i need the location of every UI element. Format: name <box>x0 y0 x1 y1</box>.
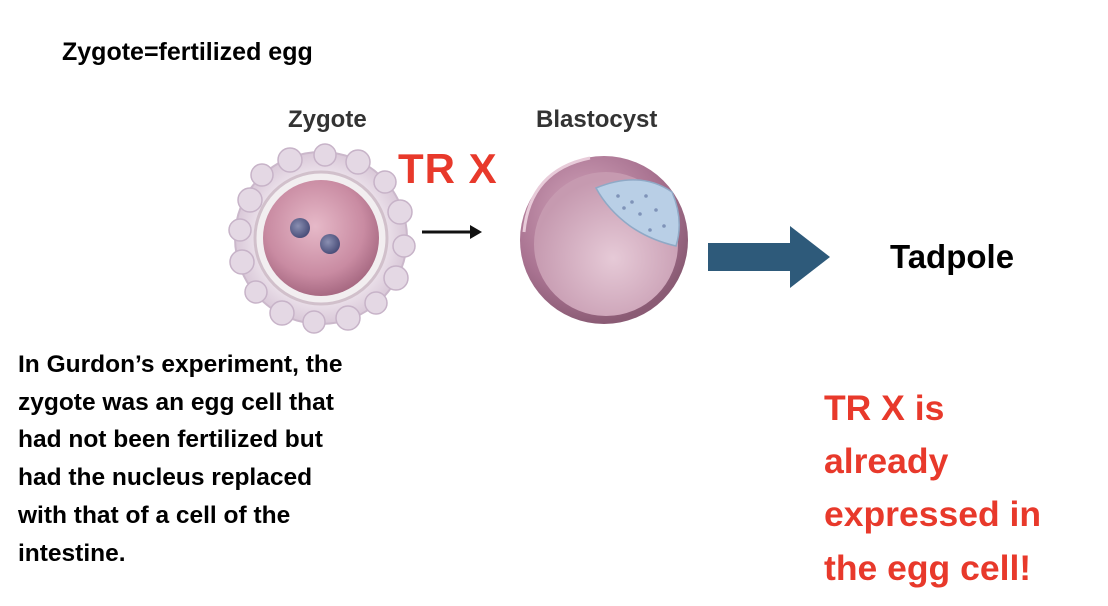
caption-line: zygote was an egg cell that <box>18 388 334 416</box>
header-title: Zygote=fertilized egg <box>62 38 313 66</box>
pronucleus-1 <box>290 218 310 238</box>
blastocyst-label: Blastocyst <box>536 106 658 133</box>
zygote-illustration <box>228 143 416 334</box>
note-line: TR X is <box>824 388 945 428</box>
pronucleus-2 <box>320 234 340 254</box>
note-line: the egg cell! <box>824 547 1032 588</box>
blastocyst-illustration <box>520 156 688 324</box>
note-line: expressed in <box>824 494 1042 535</box>
trx-note: TR X is already expressed in the egg cel… <box>824 382 1041 595</box>
caption-line: intestine. <box>18 539 126 567</box>
big-arrow-icon <box>708 226 830 288</box>
caption-line: had the nucleus replaced <box>18 464 313 492</box>
tadpole-label: Tadpole <box>890 238 1015 275</box>
caption-line: with that of a cell of the <box>18 501 291 529</box>
note-line: already <box>824 441 949 482</box>
gurdon-caption: In Gurdon’s experiment, the zygote was a… <box>18 346 438 572</box>
caption-line: had not been fertilized but <box>18 426 323 454</box>
zygote-label: Zygote <box>288 106 367 133</box>
small-arrow-icon <box>422 225 482 239</box>
caption-line: In Gurdon’s experiment, the <box>18 351 343 378</box>
trx-annotation: TR X <box>398 145 498 192</box>
